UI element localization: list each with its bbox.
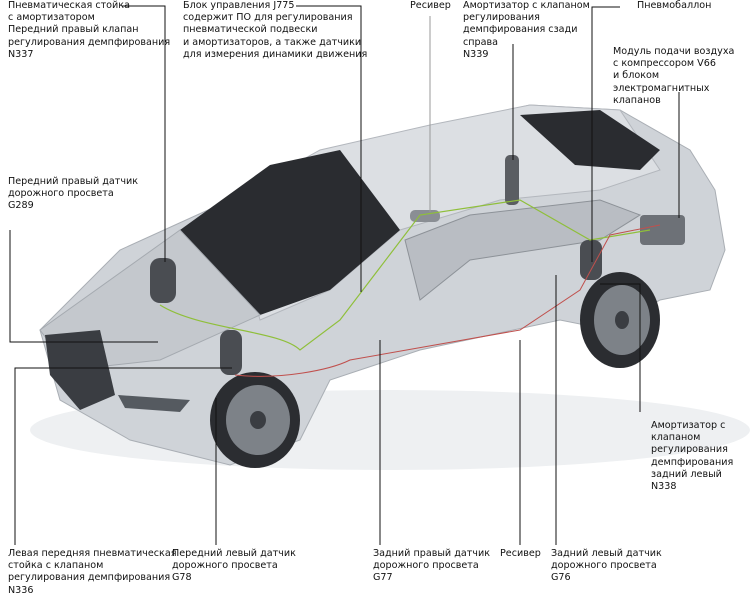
label-rear-left-damper: Амортизатор с клапаном регулирования дем… xyxy=(651,420,734,493)
air-pipe-green xyxy=(159,199,651,351)
front-wheel xyxy=(210,372,300,468)
front-left-strut xyxy=(220,330,242,375)
label-receiver-top: Ресивер xyxy=(410,0,451,11)
label-front-right-sensor: Передний правый датчик дорожного просвет… xyxy=(8,176,139,212)
label-air-supply-module: Модуль подачи воздуха с компрессором V66… xyxy=(613,46,735,106)
air-pipe-red xyxy=(234,224,661,377)
receiver xyxy=(410,210,440,222)
air-supply-module xyxy=(640,215,685,245)
side-windows xyxy=(404,199,642,301)
label-front-left-strut: Левая передняя пневматическая стойка с к… xyxy=(8,548,177,596)
label-control-unit: Блок управления J775 содержит ПО для рег… xyxy=(183,0,368,60)
label-front-right-strut: Пневматическая стойка с амортизатором Пе… xyxy=(8,0,171,60)
label-rear-right-damper: Амортизатор с клапаном регулирования дем… xyxy=(463,0,590,60)
rear-right-damper xyxy=(505,155,519,205)
rear-wheel xyxy=(580,272,660,368)
front-right-strut xyxy=(150,258,176,303)
grille xyxy=(45,330,115,410)
headlight xyxy=(118,395,190,412)
label-rear-right-sensor: Задний правый датчик дорожного просвета … xyxy=(373,548,491,584)
label-front-left-sensor: Передний левый датчик дорожного просвета… xyxy=(172,548,296,584)
label-rear-left-sensor: Задний левый датчик дорожного просвета G… xyxy=(551,548,662,584)
label-air-spring: Пневмобаллон xyxy=(637,0,712,11)
rear-air-spring xyxy=(580,240,602,280)
label-receiver-bottom: Ресивер xyxy=(500,548,541,559)
windshield xyxy=(180,150,400,315)
leader-lines xyxy=(9,5,680,545)
rear-window xyxy=(520,110,660,170)
